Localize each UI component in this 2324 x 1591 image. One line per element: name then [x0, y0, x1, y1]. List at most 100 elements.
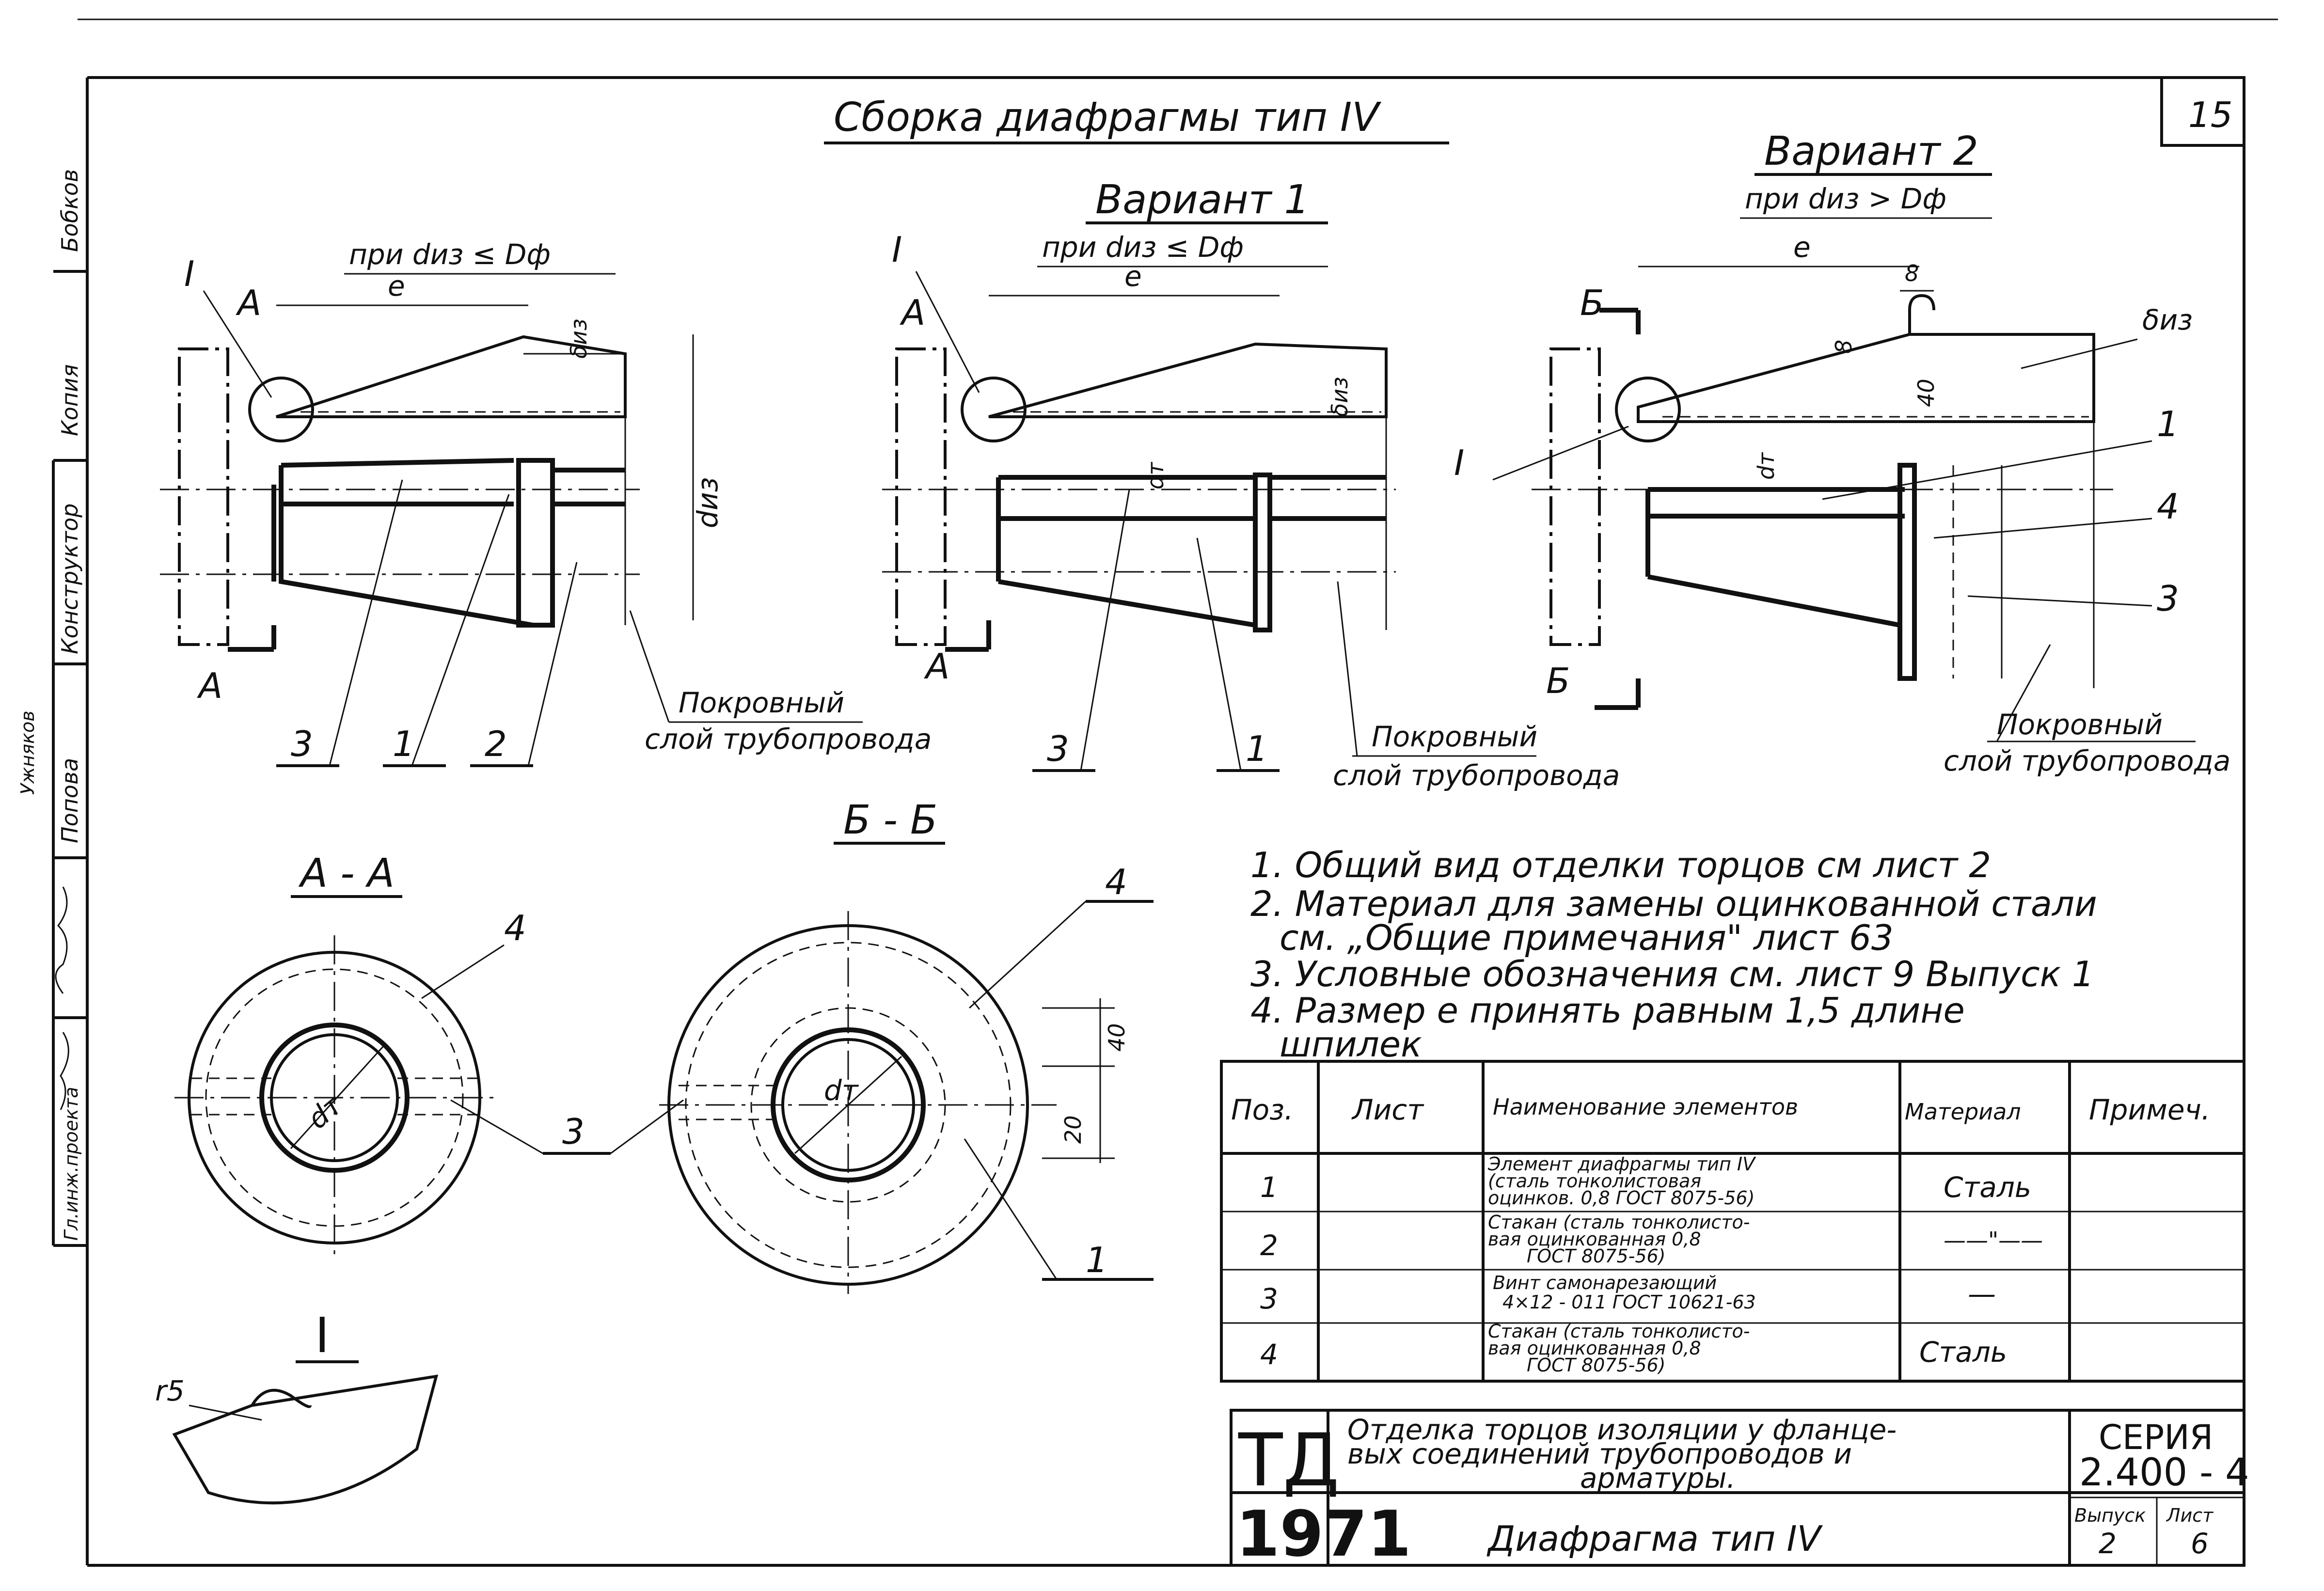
note-line-4: 3. Условные обозначения см. лист 9 Выпус…: [1250, 954, 2094, 994]
title-block-desc-2: арматуры.: [1580, 1462, 1736, 1495]
variant2-callout-3: 3: [2157, 578, 2179, 619]
note-line-6: шпилек: [1280, 1024, 1422, 1065]
section-bb-callout-4: 4: [1105, 862, 1127, 902]
stamp-row-3: Попова: [57, 758, 83, 843]
drawing-title: Сборка диафрагмы тип IV: [824, 95, 1449, 144]
row2-name-1: вая оцинкованная 0,8: [1488, 1229, 1701, 1250]
variant2-dim-dt: dт: [1753, 452, 1779, 480]
title-block: ТД 1971 Отделка торцов изоляции у фланце…: [1230, 1409, 2249, 1571]
left-callout-3: 3: [291, 724, 313, 764]
variant1-dim-delta: δиз: [1327, 377, 1353, 417]
node-detail-title: I: [315, 1307, 330, 1364]
variant2-section-letter-bottom: Б: [1546, 661, 1570, 701]
left-callout-2: 2: [485, 724, 507, 764]
section-bb: Б - Б dт 40 20 4 1: [610, 797, 1154, 1294]
note-line-1: 1. Общий вид отделки торцов см лист 2: [1250, 845, 1991, 885]
row3-material: —: [1968, 1277, 1996, 1310]
row4-material: Сталь: [1919, 1336, 2007, 1369]
row4-name-0: Стакан (сталь тонколисто-: [1488, 1321, 1750, 1342]
variant1-dim-e: e: [1124, 260, 1142, 293]
variant2-dim-delta: δиз: [2142, 303, 2193, 336]
sheet-number: 15: [2188, 95, 2233, 135]
series-label: СЕРИЯ: [2099, 1418, 2213, 1457]
variant1-dim-dt: dт: [1142, 462, 1169, 489]
row1-material: Сталь: [1944, 1171, 2031, 1204]
table-header-name: Наименование элементов: [1493, 1094, 1798, 1120]
left-dim-e: e: [388, 269, 405, 302]
row1-name-0: Элемент диафрагмы тип IV: [1487, 1153, 1756, 1175]
section-aa-title: А - А: [298, 851, 395, 897]
section-bb-dim-40: 40: [1104, 1023, 1130, 1052]
signature-mark: [60, 1032, 69, 1110]
variant1-node-mark: I: [892, 229, 902, 270]
variant2-cover-label-1: Покровный: [1997, 708, 2163, 741]
variant1-cover-label-2: слой трубопровода: [1333, 759, 1620, 792]
variant1-view: Вариант 1 при dиз ≤ Dф e δиз dт A A I 3 …: [882, 177, 1620, 792]
drawing-name: Диафрагма тип IV: [1486, 1518, 1823, 1559]
left-dim-delta: δиз: [566, 319, 592, 359]
section-bb-callout-1: 1: [1086, 1240, 1108, 1280]
left-cover-label-1: Покровный: [679, 686, 844, 719]
variant1-callout-1: 1: [1246, 728, 1268, 769]
left-section-letter-top: A: [236, 283, 261, 323]
row4-name-2: ГОСТ 8075-56): [1527, 1355, 1666, 1376]
variant2-node-mark: I: [1454, 442, 1464, 483]
stamp-row-5: Гл.инж.проекта: [61, 1087, 82, 1241]
variant2-dim-e: e: [1793, 231, 1811, 264]
left-cover-label-2: слой трубопровода: [645, 723, 932, 756]
variant1-cover-label-1: Покровный: [1372, 720, 1537, 753]
row1-pos: 1: [1260, 1171, 1278, 1204]
title-block-year: 1971: [1236, 1497, 1411, 1571]
left-section-letter-bottom: A: [197, 665, 222, 706]
variant2-view: Вариант 2 при dиз > Dф e 8 8 40 δиз dт Б…: [1454, 128, 2230, 777]
variant2-cover-label-2: слой трубопровода: [1944, 744, 2230, 777]
stamp-row-2: Конструктор: [57, 504, 83, 654]
table-header-material: Материал: [1905, 1099, 2021, 1125]
row3-pos: 3: [1260, 1282, 1278, 1315]
spec-table: Поз. Лист Наименование элементов Материа…: [1220, 1060, 2245, 1383]
left-callout-1: 1: [393, 724, 415, 764]
title-block-desc-0: Отделка торцов изоляции у фланце-: [1347, 1413, 1897, 1446]
note-line-5: 4. Размер e принять равным 1,5 длине: [1250, 990, 1965, 1031]
notes: 1. Общий вид отделки торцов см лист 2 2.…: [1250, 845, 2097, 1065]
side-stamp: Бобков Копия Конструктор Попова Ужняков …: [17, 169, 87, 1247]
note-line-3: см. „Общие примечания" лист 63: [1280, 917, 1894, 958]
note-line-2: 2. Материал для замены оцинкованной стал…: [1250, 883, 2097, 924]
row2-name-2: ГОСТ 8075-56): [1527, 1245, 1666, 1267]
section-bb-dim: dт: [824, 1074, 859, 1107]
variant1-condition: при dиз ≤ Dф: [1042, 231, 1244, 264]
row4-name-1: вая оцинкованная 0,8: [1488, 1338, 1701, 1359]
table-header-pos: Поз.: [1231, 1093, 1293, 1126]
variant2-callout-1: 1: [2157, 404, 2179, 444]
left-node-mark: I: [184, 253, 194, 294]
node-detail: I r5: [155, 1307, 439, 1505]
stamp-row-0: Бобков: [57, 169, 83, 252]
table-header-sheet: Лист: [1351, 1093, 1424, 1126]
row2-material: ——"——: [1944, 1227, 2043, 1253]
row3-name-0: Винт самонарезающий: [1493, 1272, 1717, 1293]
title-block-td: ТД: [1238, 1418, 1340, 1503]
variant2-dim-40: 40: [1913, 378, 1939, 407]
row1-name-2: оцинков. 0,8 ГОСТ 8075-56): [1488, 1187, 1755, 1209]
variant2-dim-8b: 8: [1831, 340, 1857, 354]
table-header-note: Примеч.: [2089, 1093, 2210, 1126]
section-aa: А - А dт 4 3: [174, 851, 611, 1260]
issue-label: Выпуск: [2074, 1505, 2146, 1526]
section-aa-callout-3: 3: [562, 1111, 585, 1152]
variant1-callout-3: 3: [1047, 728, 1069, 769]
variant2-section-letter-top: Б: [1580, 283, 1604, 323]
variant1-section-letter-top: A: [900, 292, 925, 333]
row1-name-1: (сталь тонколистовая: [1488, 1170, 1701, 1192]
stamp-row-4: Ужняков: [17, 710, 38, 795]
variant2-title: Вариант 2: [1764, 128, 1978, 174]
sheet-number-box: 15: [2160, 76, 2245, 147]
issue-number: 2: [2099, 1527, 2117, 1560]
variant2-callout-4: 4: [2157, 486, 2179, 527]
drawing-title-text: Сборка диафрагмы тип IV: [834, 95, 1381, 141]
variant2-dim-8a: 8: [1905, 260, 1919, 286]
left-condition: при dиз ≤ Dф: [349, 238, 551, 271]
title-block-desc-1: вых соединений трубопроводов и: [1347, 1437, 1852, 1470]
section-aa-callout-4: 4: [504, 908, 526, 948]
row2-pos: 2: [1260, 1229, 1278, 1262]
